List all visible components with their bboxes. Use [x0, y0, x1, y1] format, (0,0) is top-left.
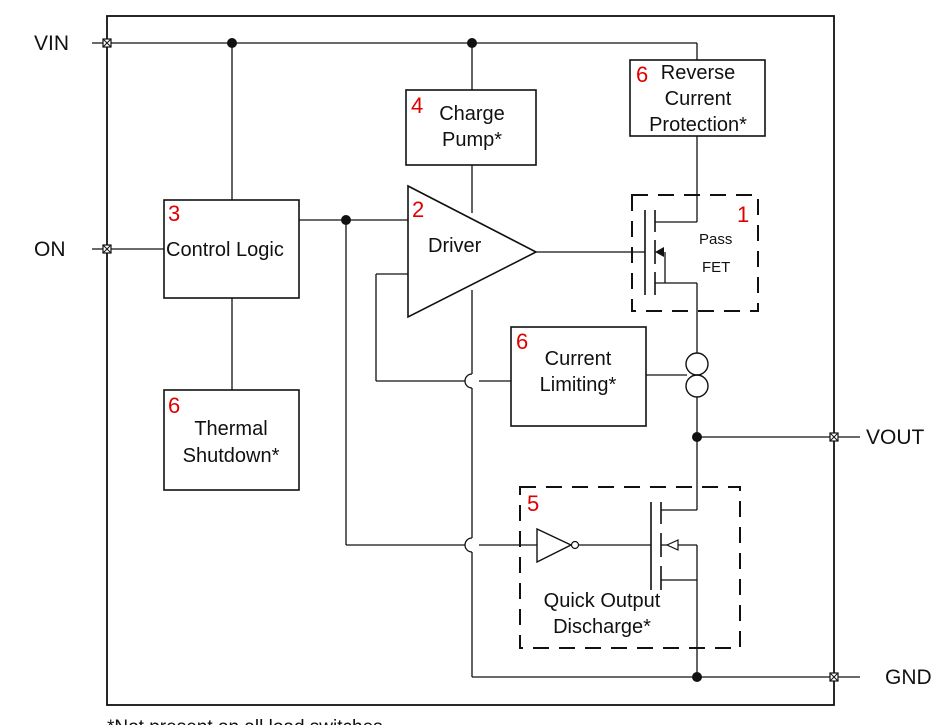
- pass-fet-line1: Pass: [699, 231, 732, 248]
- driver-number: 2: [412, 197, 424, 222]
- charge-pump-block: 4 Charge Pump*: [405, 89, 537, 166]
- charge-pump-line1: Charge: [439, 103, 505, 125]
- qod-line1: Quick Output: [544, 590, 661, 612]
- pin-gnd-marker: [829, 672, 839, 682]
- driver-block: 2 Driver: [407, 184, 538, 319]
- control-logic-number: 3: [168, 201, 180, 226]
- current-limiting-block: 6 Current Limiting*: [510, 326, 647, 427]
- quick-output-discharge-block: 5 Quick Output Discharge*: [519, 486, 741, 649]
- current-limiting-line1: Current: [545, 348, 612, 370]
- pass-fet-line2: FET: [702, 259, 730, 276]
- rcp-line2: Current: [665, 88, 732, 110]
- rcp-line3: Protection*: [649, 114, 747, 136]
- driver-label: Driver: [428, 235, 482, 257]
- pass-fet-number: 1: [737, 202, 749, 227]
- charge-pump-line2: Pump*: [442, 129, 502, 151]
- rcp-line1: Reverse: [661, 62, 735, 84]
- current-limiting-number: 6: [516, 329, 528, 354]
- charge-pump-number: 4: [411, 93, 423, 118]
- rcp-number: 6: [636, 62, 648, 87]
- junction-dots: [227, 38, 702, 682]
- pass-fet-transistor-symbol: [640, 210, 697, 295]
- qod-number: 5: [527, 491, 539, 516]
- thermal-shutdown-line1: Thermal: [194, 418, 267, 440]
- pin-on-marker: [102, 244, 112, 254]
- thermal-shutdown-block: 6 Thermal Shutdown*: [163, 389, 300, 491]
- inverter-icon: [536, 527, 651, 564]
- footnote: *Not present on all load switches: [107, 717, 383, 725]
- current-limiting-line2: Limiting*: [540, 374, 617, 396]
- thermal-shutdown-line2: Shutdown*: [183, 445, 280, 467]
- current-sense-icon: [685, 352, 709, 398]
- wires: [92, 42, 860, 678]
- pin-label-vout: VOUT: [866, 426, 925, 449]
- reverse-current-protection-block: 6 Reverse Current Protection*: [629, 59, 766, 137]
- pin-vout-marker: [829, 432, 839, 442]
- qod-line2: Discharge*: [553, 616, 651, 638]
- pin-label-vin: VIN: [34, 32, 69, 55]
- control-logic-label: Control Logic: [166, 239, 284, 261]
- chip-outline: [106, 15, 835, 706]
- pin-label-on: ON: [34, 238, 66, 261]
- discharge-fet-transistor-symbol: [650, 502, 698, 590]
- pass-fet-block: 1 Pass FET: [631, 194, 759, 312]
- pin-vin-marker: [102, 38, 112, 48]
- control-logic-block: 3 Control Logic: [163, 199, 300, 299]
- thermal-shutdown-number: 6: [168, 393, 180, 418]
- pin-label-gnd: GND: [885, 666, 932, 689]
